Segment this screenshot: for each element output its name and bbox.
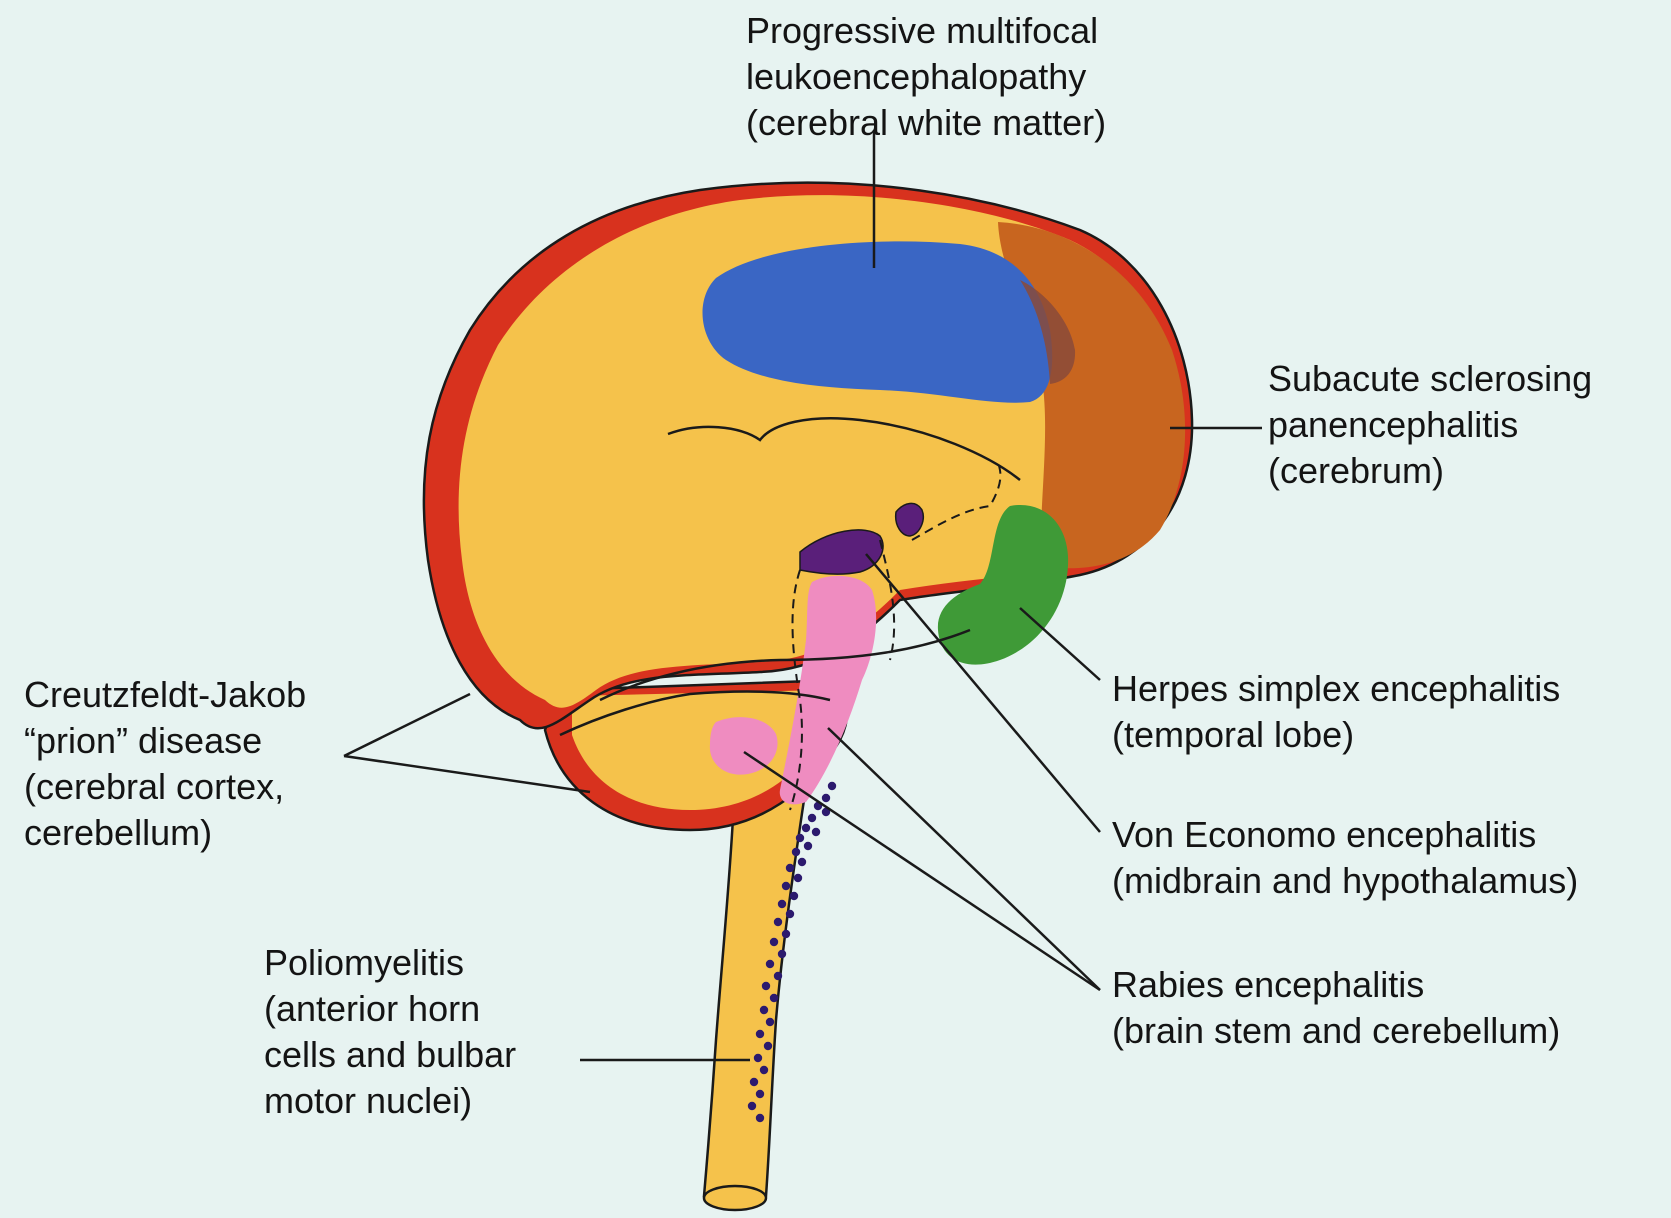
label-cjd-line2: “prion” disease: [24, 718, 306, 764]
label-sspe: Subacute sclerosing panencephalitis (cer…: [1268, 356, 1592, 494]
polio-dot: [766, 1018, 774, 1026]
polio-dot: [808, 814, 816, 822]
polio-dot: [756, 1090, 764, 1098]
leader-rabies-1: [744, 752, 1100, 990]
polio-dot: [756, 1030, 764, 1038]
leader-cjd-2: [344, 756, 590, 792]
polio-dot: [786, 910, 794, 918]
polio-dot: [822, 794, 830, 802]
polio-dot: [754, 1054, 762, 1062]
polio-dot: [778, 950, 786, 958]
polio-dot: [792, 848, 800, 856]
polio-dot: [790, 892, 798, 900]
leader-rabies-2: [828, 728, 1100, 990]
polio-dot: [778, 900, 786, 908]
label-polio-line3: cells and bulbar: [264, 1032, 516, 1078]
label-cjd-line4: cerebellum): [24, 810, 306, 856]
polio-dot: [760, 1006, 768, 1014]
polio-dot: [750, 1078, 758, 1086]
polio-dot: [774, 918, 782, 926]
label-sspe-line2: panencephalitis: [1268, 402, 1592, 448]
polio-dot: [748, 1102, 756, 1110]
label-polio-line2: (anterior horn: [264, 986, 516, 1032]
label-von-economo-line2: (midbrain and hypothalamus): [1112, 858, 1578, 904]
label-cjd: Creutzfeldt-Jakob “prion” disease (cereb…: [24, 672, 306, 856]
label-polio-line4: motor nuclei): [264, 1078, 516, 1124]
polio-dot: [796, 834, 804, 842]
label-sspe-line3: (cerebrum): [1268, 448, 1592, 494]
label-rabies-line1: Rabies encephalitis: [1112, 962, 1560, 1008]
polio-dot: [804, 842, 812, 850]
polio-dot: [762, 982, 770, 990]
polio-dot: [764, 1042, 772, 1050]
polio-dot: [770, 938, 778, 946]
label-cjd-line3: (cerebral cortex,: [24, 764, 306, 810]
label-polio: Poliomyelitis (anterior horn cells and b…: [264, 940, 516, 1124]
label-von-economo: Von Economo encephalitis (midbrain and h…: [1112, 812, 1578, 904]
leader-cjd-1: [344, 694, 470, 756]
polio-dot: [828, 782, 836, 790]
spinal-cord-end: [704, 1186, 766, 1210]
label-pml-line3: (cerebral white matter): [746, 100, 1106, 146]
polio-dot: [782, 930, 790, 938]
polio-dot: [802, 824, 810, 832]
polio-dot: [756, 1114, 764, 1122]
label-pml-line1: Progressive multifocal: [746, 8, 1106, 54]
label-herpes-line2: (temporal lobe): [1112, 712, 1560, 758]
label-pml: Progressive multifocal leukoencephalopat…: [746, 8, 1106, 146]
label-pml-line2: leukoencephalopathy: [746, 54, 1106, 100]
leader-herpes: [1020, 608, 1100, 680]
polio-dot: [798, 858, 806, 866]
label-rabies-line2: (brain stem and cerebellum): [1112, 1008, 1560, 1054]
label-herpes-line1: Herpes simplex encephalitis: [1112, 666, 1560, 712]
spinal-cord: [704, 800, 804, 1196]
label-herpes: Herpes simplex encephalitis (temporal lo…: [1112, 666, 1560, 758]
label-sspe-line1: Subacute sclerosing: [1268, 356, 1592, 402]
polio-dot: [766, 960, 774, 968]
polio-dot: [770, 994, 778, 1002]
polio-dot: [782, 882, 790, 890]
label-cjd-line1: Creutzfeldt-Jakob: [24, 672, 306, 718]
polio-dot: [786, 864, 794, 872]
label-von-economo-line1: Von Economo encephalitis: [1112, 812, 1578, 858]
polio-dot: [774, 972, 782, 980]
label-polio-line1: Poliomyelitis: [264, 940, 516, 986]
polio-dot: [812, 828, 820, 836]
polio-dot: [794, 874, 802, 882]
label-rabies: Rabies encephalitis (brain stem and cere…: [1112, 962, 1560, 1054]
polio-dot: [760, 1066, 768, 1074]
